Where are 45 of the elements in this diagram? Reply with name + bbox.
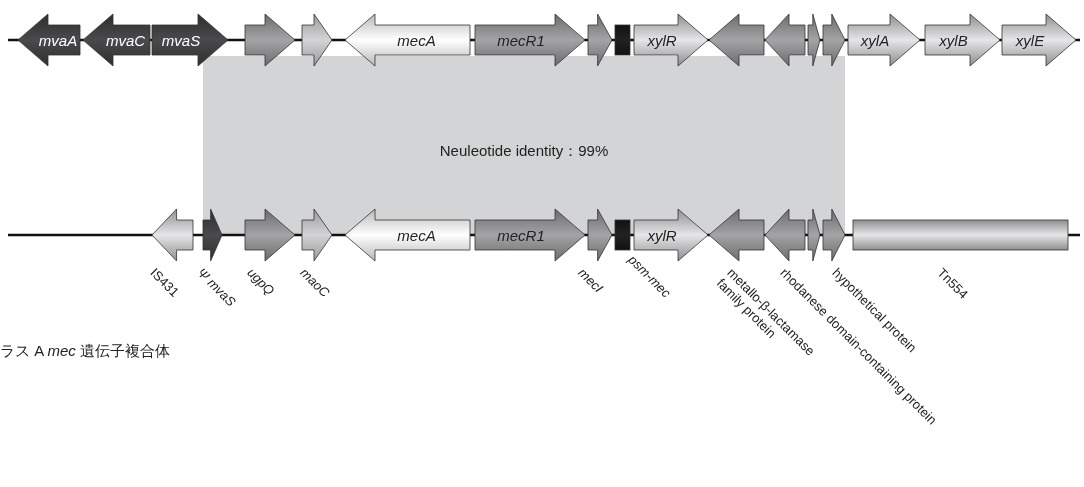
gene-symbol [588, 209, 612, 261]
gene-symbol [83, 14, 150, 66]
gene-symbol [823, 209, 845, 261]
caption-text: ラス A mec 遺伝子複合体 [0, 342, 171, 361]
gene-symbol [203, 209, 222, 261]
gene-symbol [634, 14, 708, 66]
gene-symbol [302, 14, 332, 66]
gene-symbol [925, 14, 1000, 66]
gene-symbol [475, 14, 585, 66]
gene-symbol [765, 14, 805, 66]
gene-name: mecR1 [496, 31, 546, 49]
gene-name: xylE [1014, 31, 1046, 49]
gene-symbol [615, 220, 630, 250]
gene-name: xylR [646, 31, 678, 49]
gene-name: mvaS [160, 31, 202, 49]
transposon-bar [853, 220, 1068, 250]
gene-symbol [765, 209, 805, 261]
gene-name: mecA [396, 31, 437, 49]
gene-symbol [245, 209, 295, 261]
gene-name: xylA [859, 31, 891, 49]
gene-symbol [1002, 14, 1076, 66]
gene-symbol [345, 14, 470, 66]
gene-symbol [615, 25, 630, 55]
gene-symbol [152, 209, 193, 261]
gene-name: mecA [396, 226, 437, 244]
gene-name: xylB [938, 31, 969, 49]
gene-symbol [709, 209, 764, 261]
gene-symbol [709, 14, 764, 66]
gene-symbol [808, 14, 820, 66]
gene-symbol [345, 209, 470, 261]
gene-symbol [808, 209, 820, 261]
identity-text: Neuleotide identity：99% [438, 142, 610, 161]
gene-name: xylR [646, 226, 678, 244]
gene-symbol [588, 14, 612, 66]
gene-symbol [152, 14, 228, 66]
gene-name: mvaC [104, 31, 147, 49]
gene-symbol [302, 209, 332, 261]
gene-name: mvaA [37, 31, 79, 49]
gene-label: mecI [575, 265, 606, 296]
gene-symbol [475, 209, 585, 261]
gene-symbol [245, 14, 295, 66]
gene-symbol [848, 14, 920, 66]
gene-symbol [823, 14, 845, 66]
gene-name: mecR1 [496, 226, 546, 244]
gene-symbol [18, 14, 80, 66]
